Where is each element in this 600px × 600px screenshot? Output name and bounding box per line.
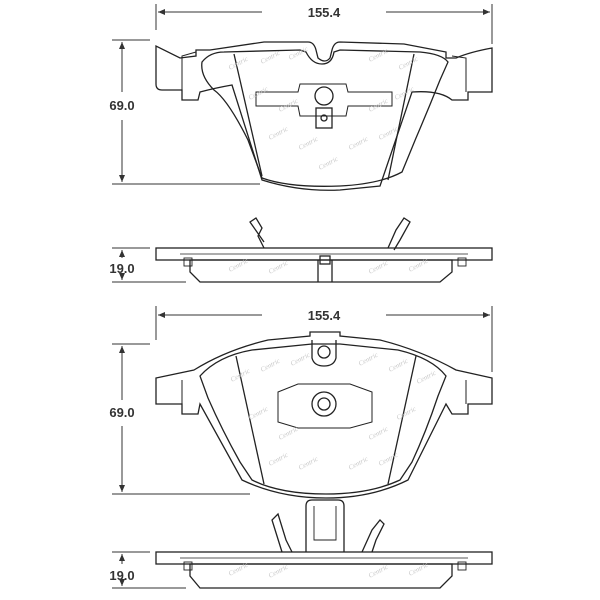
watermark-logo: Centric bbox=[229, 366, 252, 383]
bottom-thickness-dimension: 19.0 bbox=[109, 551, 186, 589]
watermark-logo: Centric bbox=[277, 96, 300, 113]
watermark-logo: Centric bbox=[347, 454, 370, 471]
watermark-logo: Centric bbox=[297, 454, 320, 471]
watermark-logo: Centric bbox=[357, 350, 380, 367]
watermark-logo: Centric bbox=[287, 44, 310, 61]
top-width-label: 155.4 bbox=[308, 5, 341, 20]
top-width-dimension: 155.4 bbox=[155, 4, 493, 44]
bottom-width-dimension: 155.4 bbox=[155, 306, 493, 372]
watermark-logo: Centric bbox=[367, 46, 390, 63]
bottom-side-friction bbox=[189, 563, 453, 589]
watermark-logo: Centric bbox=[377, 450, 400, 467]
watermark-logo: Centric bbox=[247, 404, 270, 421]
bottom-backing-plate bbox=[155, 331, 493, 499]
top-pad-side-view bbox=[155, 217, 493, 283]
top-friction-material bbox=[201, 49, 449, 187]
watermark-logo: Centric bbox=[227, 256, 250, 273]
watermark-logo: Centric bbox=[415, 368, 438, 385]
bottom-thickness-label: 19.0 bbox=[109, 568, 134, 583]
bottom-pad-face-view bbox=[155, 331, 493, 499]
watermark-logo: Centric bbox=[247, 84, 270, 101]
watermark-logo: Centric bbox=[397, 54, 420, 71]
watermark-logo: Centric bbox=[297, 134, 320, 151]
watermark-logo: Centric bbox=[347, 134, 370, 151]
bottom-slot-left bbox=[235, 355, 265, 485]
top-spring-left bbox=[249, 217, 265, 249]
watermark-logo: Centric bbox=[367, 96, 390, 113]
bottom-slot-right bbox=[387, 355, 417, 485]
top-pad-face-view bbox=[155, 41, 493, 191]
bottom-spring-right bbox=[361, 519, 385, 553]
top-slot-left bbox=[233, 53, 263, 177]
watermark-logo: Centric bbox=[267, 450, 290, 467]
top-side-friction bbox=[189, 259, 453, 283]
top-height-dimension: 69.0 bbox=[109, 39, 260, 185]
watermark-logo: Centric bbox=[367, 258, 390, 275]
watermark-logo: Centric bbox=[367, 562, 390, 579]
watermark-logo: Centric bbox=[407, 256, 430, 273]
bottom-center-clip bbox=[311, 391, 337, 417]
bottom-height-dimension: 69.0 bbox=[109, 343, 250, 495]
watermark-logo: Centric bbox=[267, 562, 290, 579]
bottom-side-clip bbox=[305, 499, 345, 552]
watermark-logo: Centric bbox=[367, 424, 390, 441]
watermark-logo: Centric bbox=[387, 356, 410, 373]
top-height-label: 69.0 bbox=[109, 98, 134, 113]
bottom-width-label: 155.4 bbox=[308, 308, 341, 323]
watermark-logo: Centric bbox=[267, 258, 290, 275]
top-slot-right bbox=[387, 53, 415, 181]
bottom-clip-top bbox=[311, 340, 337, 367]
watermark-logo: Centric bbox=[407, 560, 430, 577]
watermark-logo: Centric bbox=[267, 124, 290, 141]
bottom-friction-material bbox=[199, 343, 447, 495]
watermark-logo: Centric bbox=[277, 424, 300, 441]
top-thickness-label: 19.0 bbox=[109, 261, 134, 276]
top-thickness-dimension: 19.0 bbox=[109, 247, 186, 283]
bottom-spring-left bbox=[271, 512, 293, 553]
bottom-pad-side-view bbox=[155, 499, 493, 589]
watermark-logo: Centric bbox=[259, 356, 282, 373]
watermark-logo: Centric bbox=[395, 404, 418, 421]
watermark-logo: Centric bbox=[289, 350, 312, 367]
top-clip-tab bbox=[315, 107, 333, 129]
bottom-height-label: 69.0 bbox=[109, 405, 134, 420]
watermark-logo: Centric bbox=[317, 154, 340, 171]
top-spring-right bbox=[387, 217, 411, 251]
watermark-logo: Centric bbox=[227, 560, 250, 577]
top-clip-circle bbox=[314, 86, 334, 106]
top-backing-plate bbox=[155, 41, 493, 191]
watermark-logo: Centric bbox=[227, 54, 250, 71]
